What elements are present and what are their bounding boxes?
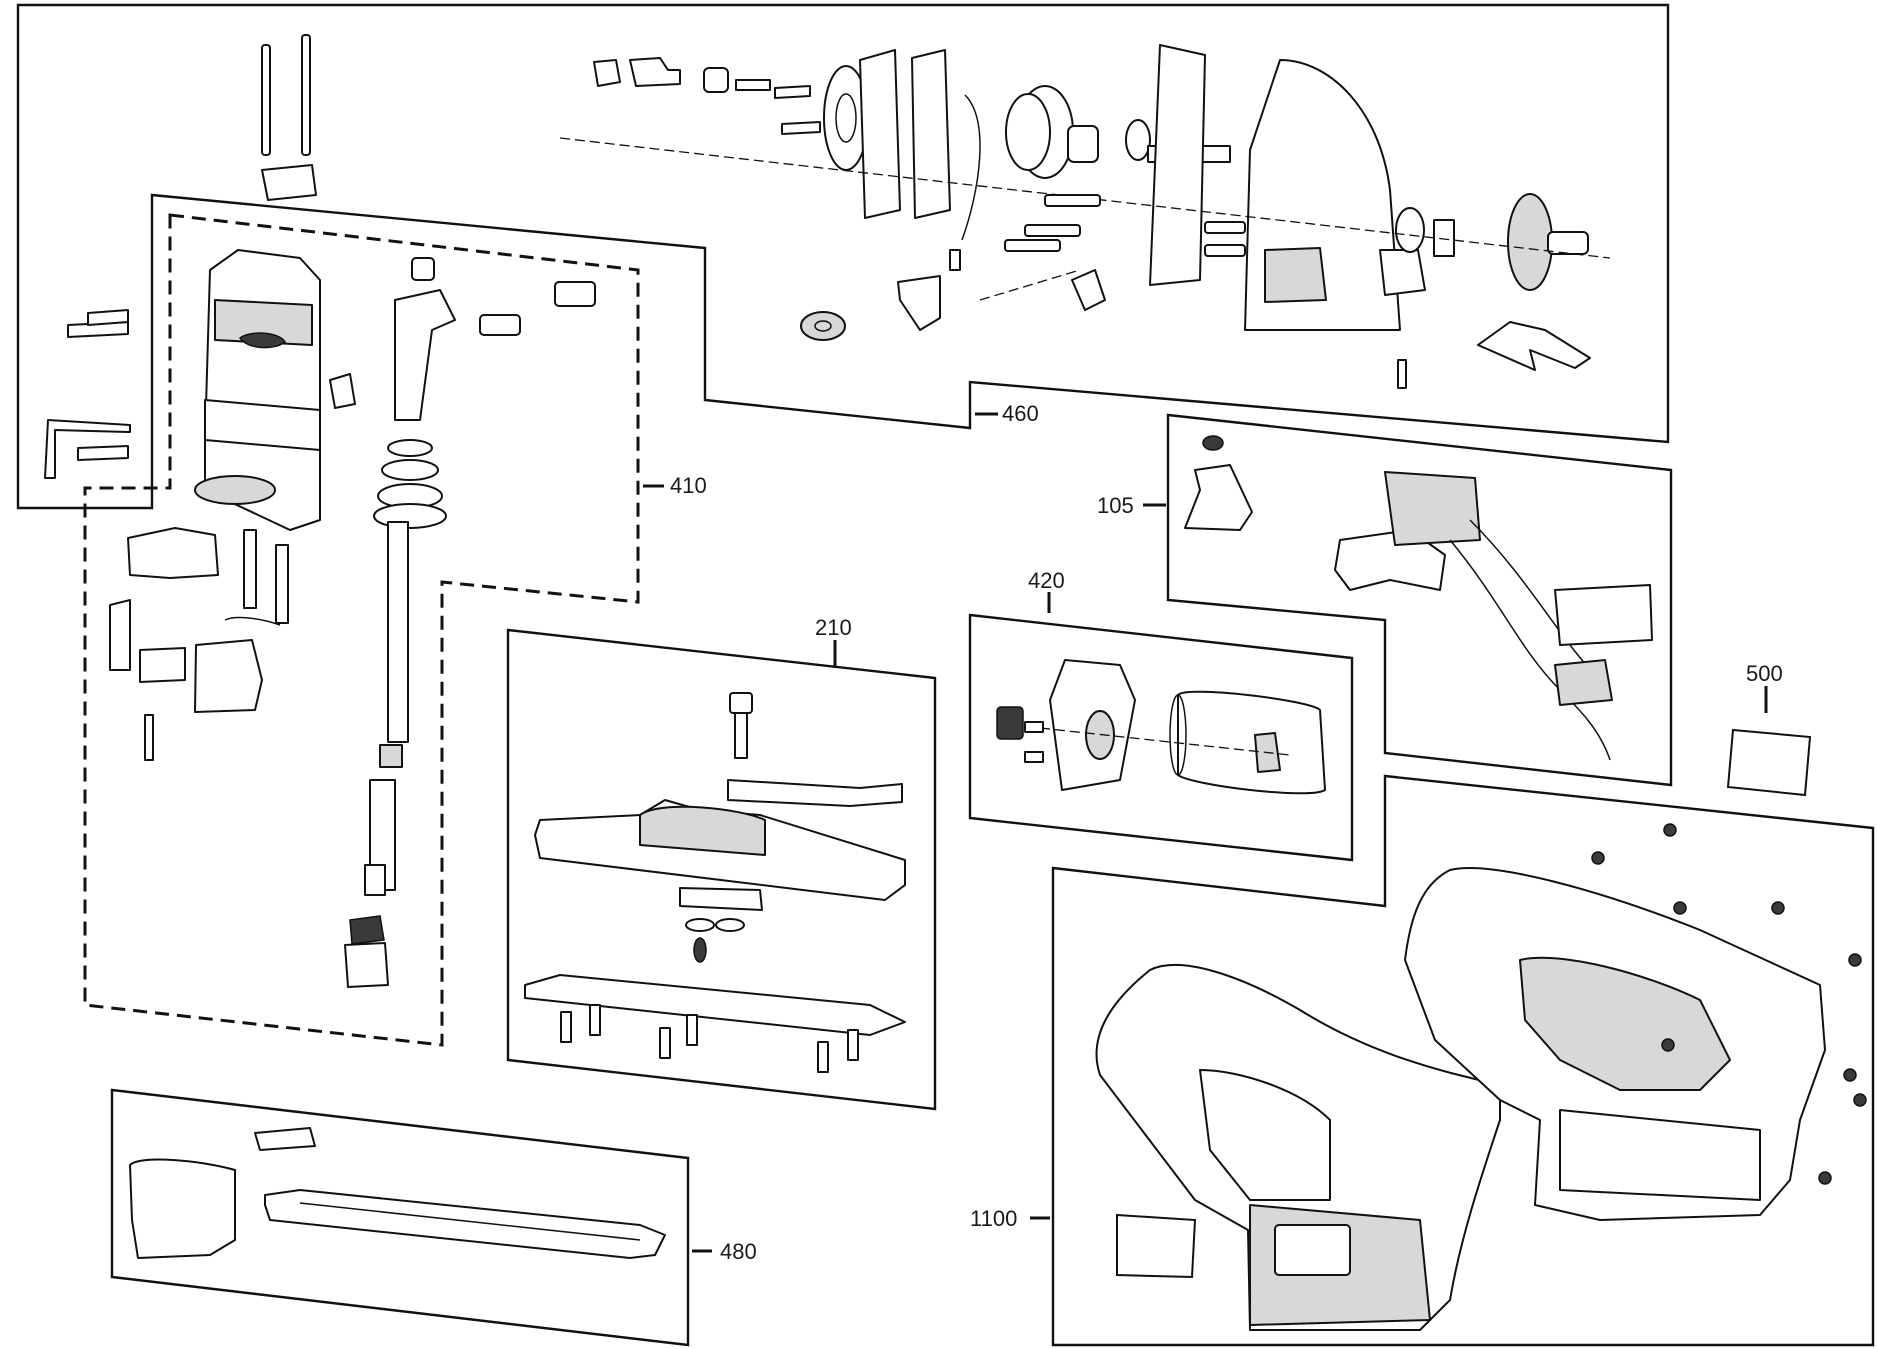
callout-105: 105 — [1097, 493, 1134, 518]
callout-460: 460 — [1002, 401, 1039, 426]
plunger-shaft — [344, 257, 596, 988]
battery-rail — [264, 1189, 666, 1259]
group-500: 500 — [1726, 661, 1812, 797]
gear-plates — [559, 44, 1611, 371]
callout-410: 410 — [670, 473, 707, 498]
callout-500: 500 — [1746, 661, 1783, 686]
switch-block — [1554, 584, 1653, 646]
group-410-frame — [83, 213, 640, 1047]
label-sticker-housing-icon — [1116, 1213, 1197, 1279]
callout-480: 480 — [720, 1239, 757, 1264]
group-480-frame — [110, 1088, 690, 1347]
bevel-screw — [729, 692, 753, 714]
bevel-lever — [727, 779, 903, 807]
group-1100-frame — [1051, 774, 1875, 1347]
switch-lever — [1184, 464, 1253, 531]
group-1100: 1100 — [970, 774, 1875, 1347]
group-410: 410 — [83, 213, 707, 1047]
group-105-frame — [1166, 413, 1673, 787]
group-210: 210 — [506, 615, 937, 1111]
latch-clip — [254, 1127, 316, 1151]
battery-latch-block — [129, 1158, 236, 1259]
group-480: 480 — [110, 1088, 757, 1347]
base-screws — [560, 1004, 859, 1073]
group-420: 420 — [968, 568, 1354, 862]
pinion-gear — [996, 706, 1024, 740]
group-210-frame — [506, 628, 937, 1111]
switch-body — [1384, 471, 1481, 546]
group-460-frame — [16, 3, 1670, 510]
small-fasteners — [800, 194, 1407, 389]
group-460: 460 — [16, 3, 1670, 510]
group-420-frame — [968, 613, 1354, 862]
sole-plate — [524, 974, 906, 1036]
label-sticker-icon — [1726, 728, 1812, 797]
callout-1100: 1100 — [970, 1206, 1017, 1231]
callout-210: 210 — [815, 615, 852, 640]
linkage-parts — [109, 373, 356, 761]
callout-420: 420 — [1028, 568, 1065, 593]
spring-icon — [1202, 435, 1224, 451]
housing-screws — [1591, 823, 1867, 1185]
group-105: 105 — [1097, 413, 1673, 787]
gear-housing-half — [194, 249, 321, 531]
motor-can — [1177, 690, 1326, 795]
ferrite-core — [1554, 659, 1613, 706]
guide-pins — [44, 34, 317, 479]
